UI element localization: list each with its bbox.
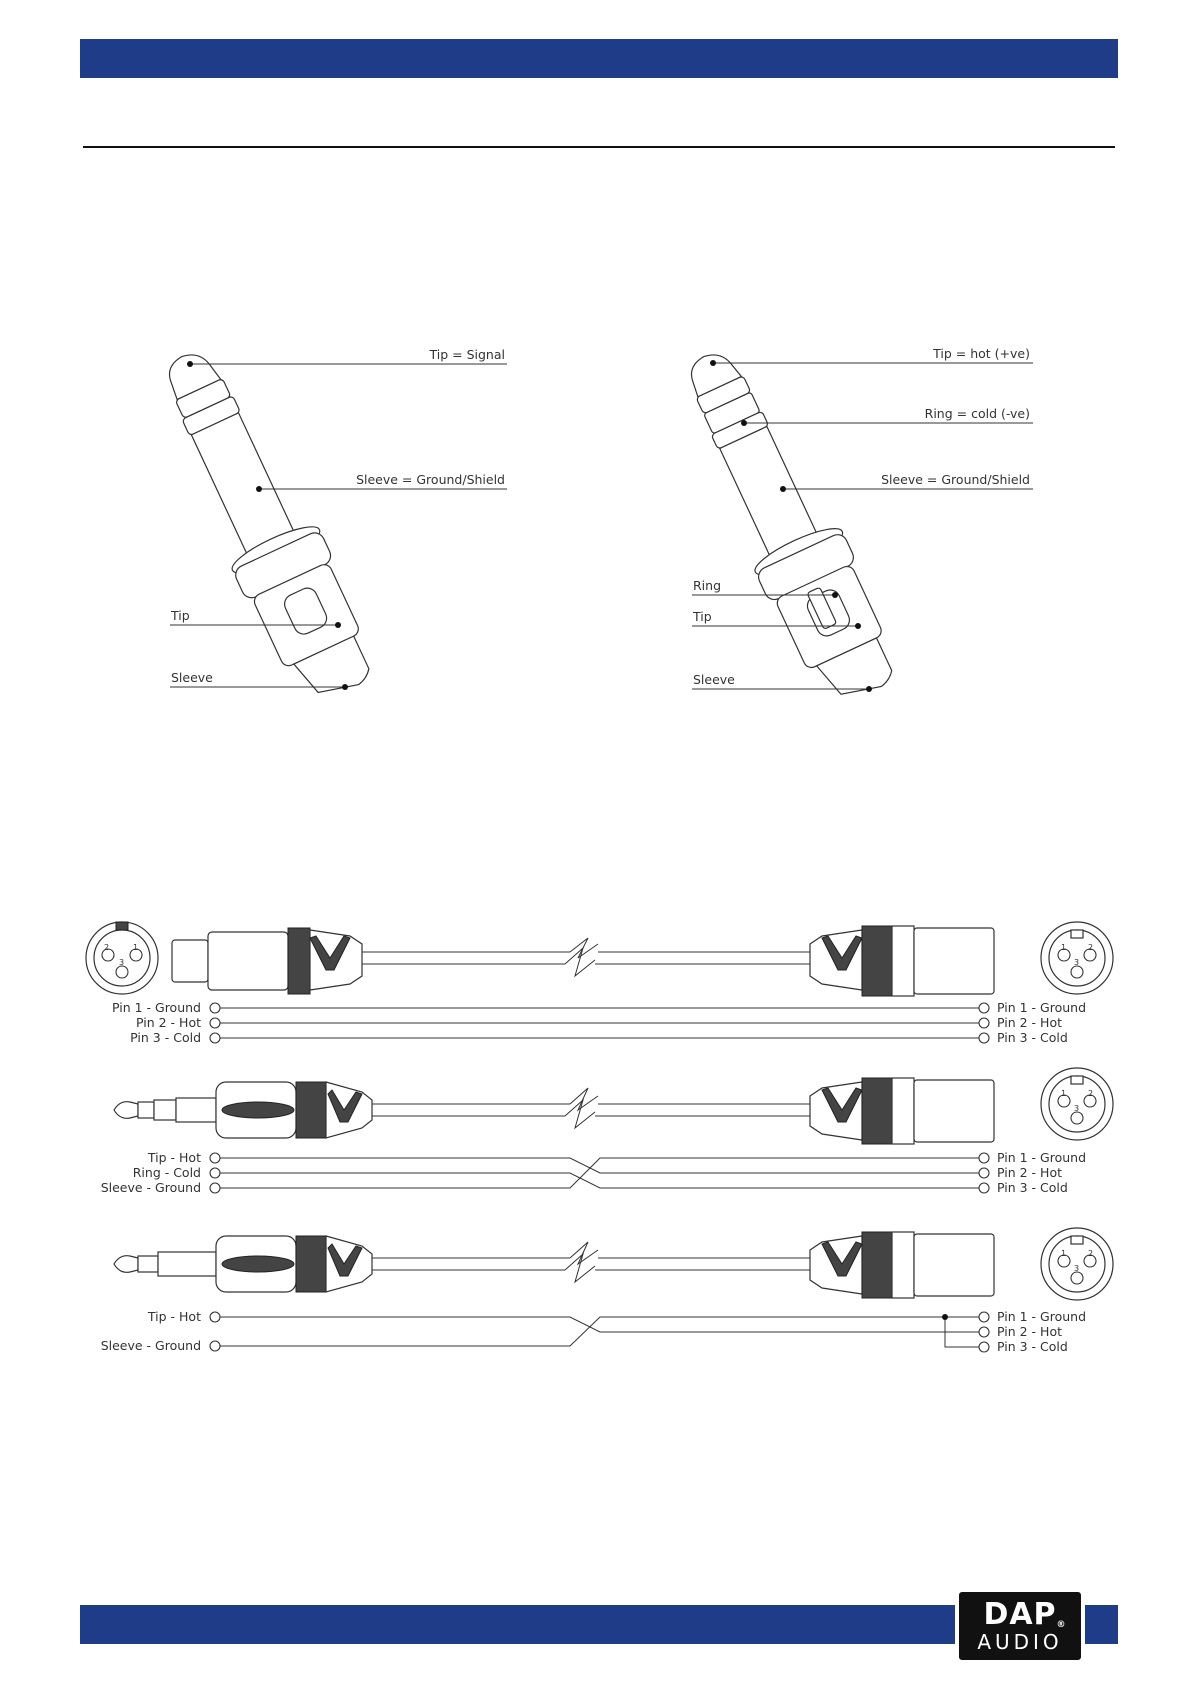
cable-xlr-xlr [85,921,1114,1044]
xlr-left-face-pin-b: 1 [133,943,138,952]
ts-right-face-pin-a: 1 [1061,1249,1066,1258]
footer-band [80,1605,1118,1644]
xlr-right-face-pin-a: 1 [1061,943,1066,952]
ts-left-tip: Tip - Hot [147,1309,201,1324]
stereo-sleeve-ground-label: Sleeve = Ground/Shield [881,472,1030,487]
trs-right-face-pin-c: 3 [1074,1104,1079,1113]
trs-left-tip: Tip - Hot [147,1150,201,1165]
stereo-sleeve-label: Sleeve [693,672,735,687]
stereo-jack-illustration [690,354,1033,695]
header-band [80,39,1118,78]
stereo-ring-cold-label: Ring = cold (-ve) [925,406,1030,421]
mono-jack-illustration [168,354,507,694]
trs-right-face-pin-b: 2 [1088,1089,1093,1098]
ts-right-face-pin-c: 3 [1074,1264,1079,1273]
xlr-right-face-pin-c: 3 [1074,958,1079,967]
trs-left-sleeve: Sleeve - Ground [101,1180,201,1195]
cable-trs-xlr [113,1067,1114,1194]
ts-right-face-pin-b: 2 [1088,1249,1093,1258]
stereo-tip-hot-label: Tip = hot (+ve) [932,346,1030,361]
xlr-right-pin3: Pin 3 - Cold [997,1030,1068,1045]
xlr-left-pin2: Pin 2 - Hot [136,1015,201,1030]
dap-audio-logo: DAP® AUDIO [955,1588,1085,1664]
cable-ts-xlr [113,1227,1114,1353]
trs-right-pin2: Pin 2 - Hot [997,1165,1062,1180]
stereo-ring-label: Ring [693,578,721,593]
xlr-left-pin3: Pin 3 - Cold [130,1030,201,1045]
trs-right-pin3: Pin 3 - Cold [997,1180,1068,1195]
xlr-right-pin2: Pin 2 - Hot [997,1015,1062,1030]
trs-right-pin1: Pin 1 - Ground [997,1150,1086,1165]
xlr-left-pin1: Pin 1 - Ground [112,1000,201,1015]
mono-tip-signal-label: Tip = Signal [429,347,505,362]
xlr-right-face-pin-b: 2 [1088,943,1093,952]
trs-left-ring: Ring - Cold [133,1165,201,1180]
xlr-left-face-pin-c: 3 [119,958,124,967]
xlr-left-face-pin-a: 2 [104,943,109,952]
logo-bottom-text: AUDIO [977,1630,1063,1654]
header-rule [83,146,1115,148]
mono-sleeve-ground-label: Sleeve = Ground/Shield [356,472,505,487]
trs-right-face-pin-a: 1 [1061,1089,1066,1098]
ts-right-pin1: Pin 1 - Ground [997,1309,1086,1324]
mono-tip-label: Tip [170,608,190,623]
mono-sleeve-label: Sleeve [171,670,213,685]
xlr-right-pin1: Pin 1 - Ground [997,1000,1086,1015]
logo-top-text: DAP® [983,1597,1067,1632]
stereo-tip-label: Tip [692,609,712,624]
ts-right-pin3: Pin 3 - Cold [997,1339,1068,1354]
ts-right-pin2: Pin 2 - Hot [997,1324,1062,1339]
ts-left-sleeve: Sleeve - Ground [101,1338,201,1353]
